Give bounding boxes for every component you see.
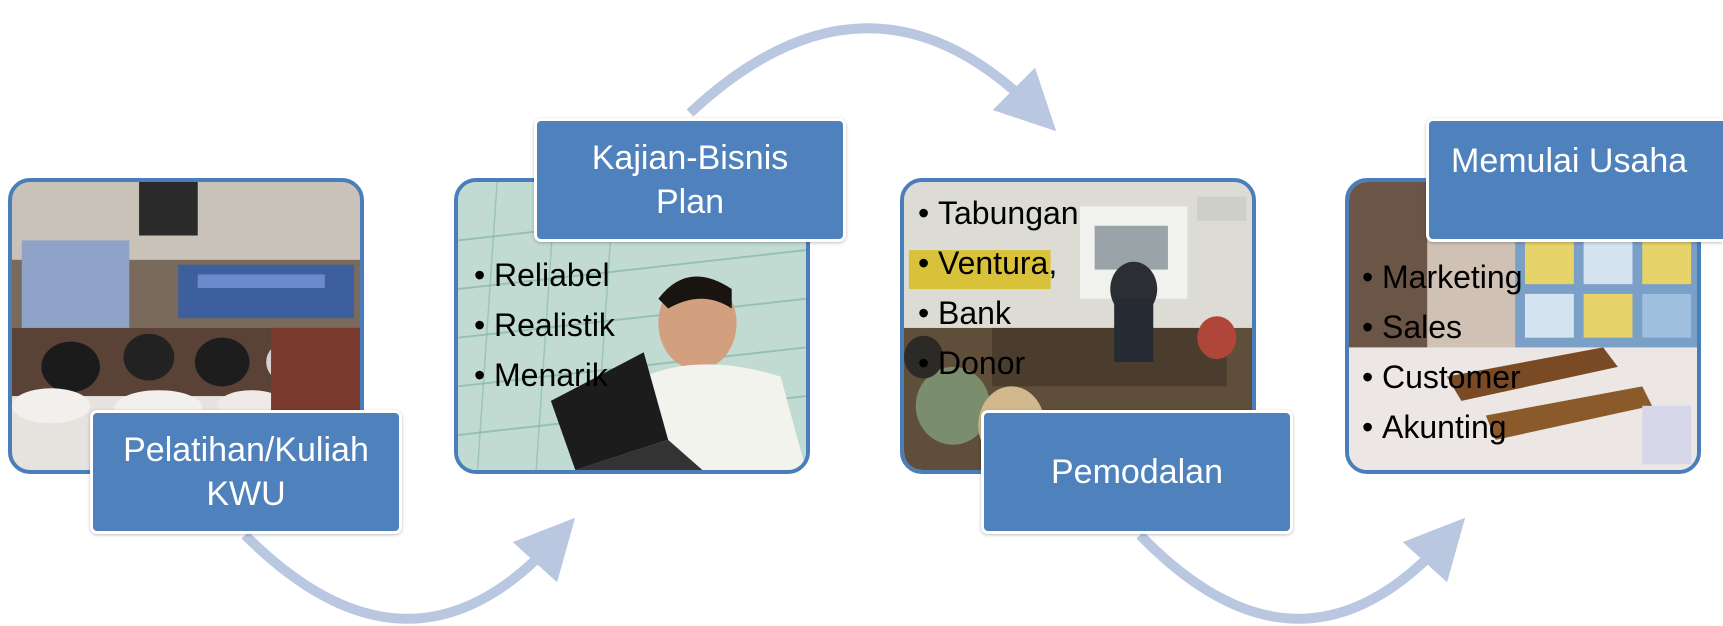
step4-label-line1: Memulai Usaha bbox=[1451, 142, 1688, 180]
step3-label-line1: Pemodalan bbox=[1050, 453, 1223, 491]
step2-bullet-list: Reliabel Realistik Menarik bbox=[474, 250, 615, 400]
arrow-step2-to-step3 bbox=[686, 23, 1057, 132]
step4-bullet-item: Akunting bbox=[1362, 402, 1523, 452]
step4-bullet-list: Marketing Sales Customer Akunting bbox=[1362, 252, 1523, 452]
step1-label-line1: Pelatihan/Kuliah bbox=[123, 431, 369, 469]
step3-bullet-item: Tabungan bbox=[918, 188, 1079, 238]
step2-label-line2: Plan bbox=[655, 183, 725, 221]
arrow-step1-to-step2 bbox=[241, 517, 576, 624]
step4-bullet-item: Marketing bbox=[1362, 252, 1523, 302]
step3-bullet-item: Donor bbox=[918, 338, 1079, 388]
step4-bullet-item: Customer bbox=[1362, 352, 1523, 402]
step1-label-box: Pelatihan/Kuliah KWU bbox=[90, 410, 402, 534]
step4-bullet-item: Sales bbox=[1362, 302, 1523, 352]
arrow-step3-to-step4 bbox=[1136, 517, 1466, 624]
step1-label-line2: KWU bbox=[206, 475, 286, 513]
step3-bullet-item: Ventura, bbox=[918, 238, 1079, 288]
step2-bullet-item: Realistik bbox=[474, 300, 615, 350]
step2-bullet-item: Reliabel bbox=[474, 250, 615, 300]
step2-label-line1: Kajian-Bisnis bbox=[591, 139, 789, 177]
step3-label-box: Pemodalan bbox=[981, 410, 1293, 534]
step3-bullet-item: Bank bbox=[918, 288, 1079, 338]
step4-label-box: Memulai Usaha bbox=[1426, 118, 1723, 242]
step3-bullet-list: Tabungan Ventura, Bank Donor bbox=[918, 188, 1079, 388]
step2-label-box: Kajian-Bisnis Plan bbox=[534, 118, 846, 242]
step2-bullet-item: Menarik bbox=[474, 350, 615, 400]
